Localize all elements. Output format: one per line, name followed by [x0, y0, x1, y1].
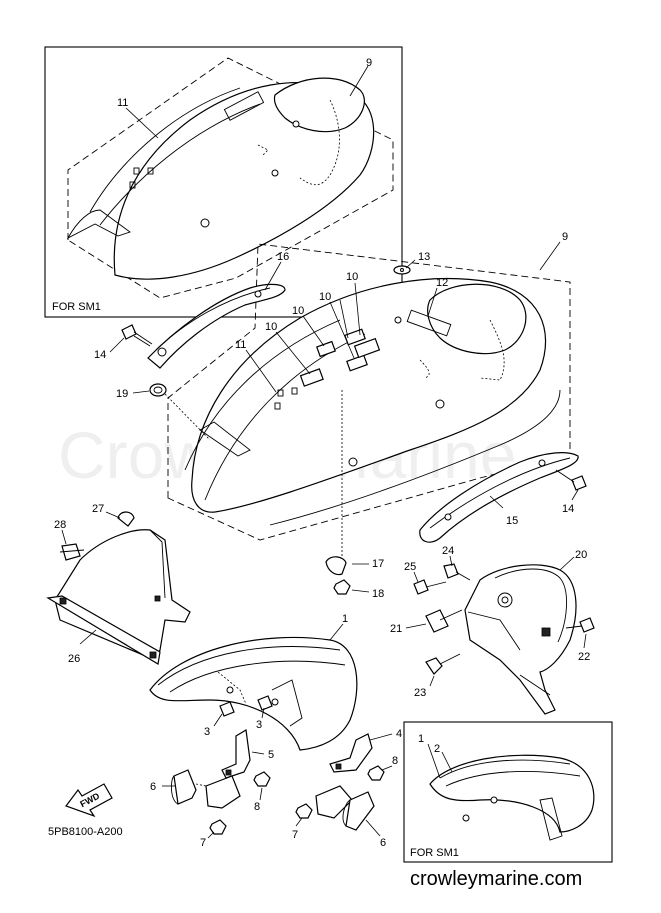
bracket-left-lower	[195, 775, 241, 809]
inset-caption-top: FOR SM1	[52, 301, 101, 313]
callout-24: 24	[442, 545, 454, 557]
callout-5: 5	[268, 749, 274, 761]
clip-28	[59, 543, 85, 561]
clamp-21	[425, 609, 463, 633]
bolt-24	[443, 563, 471, 581]
bracket-right-lower	[315, 785, 353, 819]
bolt-18	[333, 579, 351, 595]
bolt-22	[565, 617, 595, 633]
callout-10-a: 10	[346, 271, 358, 283]
callout-9-main: 9	[562, 231, 568, 243]
callout-7-left: 7	[200, 837, 206, 849]
callout-27: 27	[92, 503, 104, 515]
bolt-25	[413, 579, 447, 595]
nut-8-right	[367, 765, 385, 781]
callout-15: 15	[506, 515, 518, 527]
callout-10-d: 10	[265, 321, 277, 333]
bracket-5	[221, 729, 251, 779]
callout-26: 26	[68, 653, 80, 665]
callout-16: 16	[277, 251, 289, 263]
callout-23: 23	[414, 687, 426, 699]
callout-1-main: 1	[342, 613, 348, 625]
bracket-4	[329, 733, 373, 773]
rivet-27	[117, 511, 135, 527]
callout-22: 22	[578, 651, 590, 663]
callout-11-top: 11	[117, 97, 128, 109]
tail-bracket-20	[464, 564, 577, 715]
nut-7-right	[295, 803, 313, 819]
callout-7-right: 7	[292, 829, 298, 841]
footer-url: crowleymarine.com	[410, 868, 582, 890]
inset-caption-bottom: FOR SM1	[410, 847, 459, 859]
rear-rail-16	[147, 283, 286, 369]
callout-11-main: 11	[235, 339, 246, 351]
callout-17: 17	[372, 558, 384, 570]
callout-3-left: 3	[204, 726, 210, 738]
callout-12: 12	[436, 277, 448, 289]
callout-28: 28	[54, 519, 66, 531]
callout-6-left: 6	[150, 781, 156, 793]
rear-fender-main	[167, 243, 571, 541]
callout-1-inset: 1	[418, 733, 424, 745]
callout-8-left: 8	[254, 801, 260, 813]
callout-14-left: 14	[94, 349, 106, 361]
grommet-19	[149, 383, 167, 397]
mud-flap-26	[46, 529, 191, 665]
rear-rail-15	[419, 452, 579, 543]
bolt-14-right	[555, 469, 587, 491]
front-fender-1	[149, 636, 358, 751]
inset-bottom-front-fender	[429, 754, 595, 841]
callout-20: 20	[575, 549, 587, 561]
callout-10-c: 10	[292, 305, 304, 317]
reflector-6-left	[170, 769, 197, 805]
bolt-3-right	[257, 695, 273, 711]
clip-17	[325, 556, 347, 576]
bolt-14-left	[121, 324, 153, 347]
callout-8-right: 8	[392, 755, 398, 767]
callout-19: 19	[116, 388, 128, 400]
callout-18: 18	[372, 588, 384, 600]
nut-8-left	[253, 771, 271, 787]
inset-top-rear-fender	[66, 57, 394, 299]
callout-2: 2	[434, 743, 440, 755]
callout-14-right: 14	[562, 503, 574, 515]
reflector-6-right	[342, 791, 375, 831]
inset-box-top	[44, 46, 403, 318]
callout-25: 25	[404, 561, 416, 573]
callout-6-right: 6	[380, 837, 386, 849]
callout-3-right: 3	[256, 719, 262, 731]
nut-7-left	[209, 819, 227, 835]
callout-21: 21	[390, 623, 402, 635]
bolt-23	[425, 653, 461, 675]
fwd-arrow-icon: FWD	[65, 783, 113, 818]
callout-4: 4	[396, 728, 402, 740]
callout-13: 13	[418, 251, 430, 263]
inset-box-bottom	[403, 721, 613, 863]
callout-10-b: 10	[319, 291, 331, 303]
callout-9-top: 9	[366, 57, 372, 69]
diagram-code: 5PB8100-A200	[48, 826, 123, 838]
bolt-3-left	[219, 701, 235, 717]
